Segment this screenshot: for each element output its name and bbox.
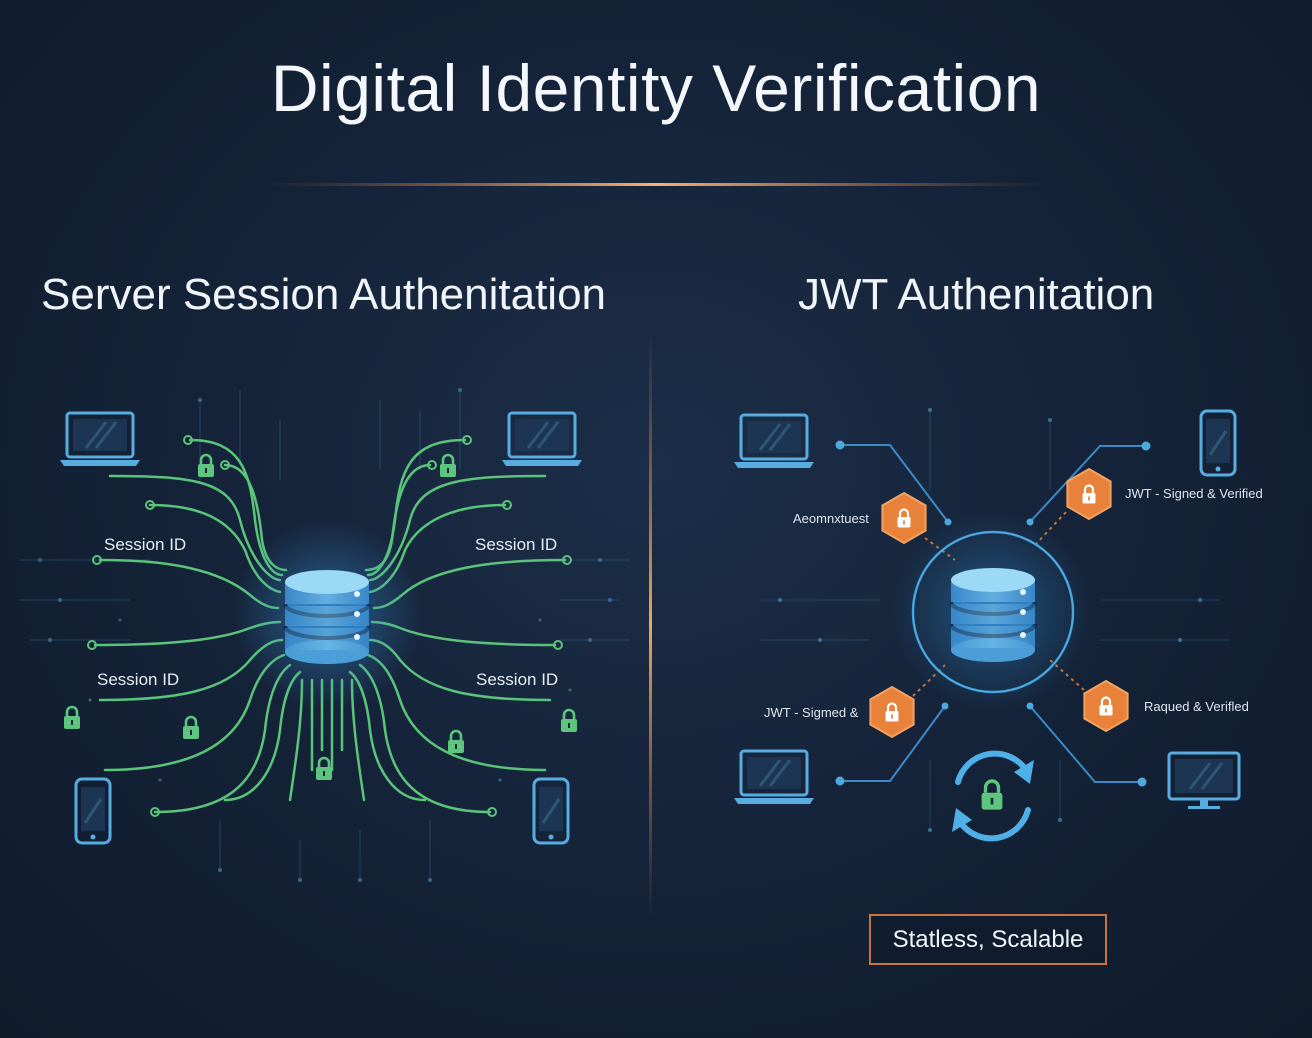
padlock-icon (440, 455, 456, 477)
padlock-icon (183, 717, 199, 739)
smartphone-icon (1201, 411, 1235, 475)
stateless-scalable-badge: Statless, Scalable (869, 914, 1107, 965)
panel-divider (649, 330, 652, 920)
jwt-auth-diagram (734, 408, 1239, 838)
monitor-icon (1169, 753, 1239, 809)
session-database-icon (285, 570, 369, 664)
padlock-icon (561, 710, 577, 732)
server-session-title: Server Session Authenitation (41, 270, 606, 320)
token-lock-icon (1067, 469, 1110, 519)
smartphone-icon (76, 779, 110, 843)
laptop-icon (60, 413, 140, 466)
jwt-title: JWT Authenitation (798, 270, 1154, 320)
laptop-icon (734, 751, 814, 804)
padlock-icon (316, 758, 332, 780)
jwt-label-bottom-right: Raqued & Verifled (1144, 699, 1249, 714)
token-lock-icon (870, 687, 913, 737)
padlock-icon (448, 731, 464, 753)
jwt-label-top-left: Aeomnxtuest (793, 511, 869, 526)
session-id-label: Session ID (475, 535, 557, 555)
session-id-label: Session ID (104, 535, 186, 555)
session-auth-diagram (20, 388, 630, 882)
refresh-cycle-icon (952, 754, 1034, 839)
smartphone-icon (534, 779, 568, 843)
token-lock-icon (1084, 681, 1127, 731)
session-id-label: Session ID (97, 670, 179, 690)
title-divider (270, 183, 1042, 186)
page-title: Digital Identity Verification (0, 50, 1312, 126)
laptop-icon (502, 413, 582, 466)
token-lock-icon (882, 493, 925, 543)
laptop-icon (734, 415, 814, 468)
jwt-label-top-right: JWT - Signed & Verified (1125, 486, 1263, 501)
jwt-label-bottom-left: JWT - Sigmed & (764, 705, 858, 720)
padlock-icon (64, 707, 80, 729)
session-id-label: Session ID (476, 670, 558, 690)
jwt-database-icon (951, 568, 1035, 662)
padlock-icon (198, 455, 214, 477)
